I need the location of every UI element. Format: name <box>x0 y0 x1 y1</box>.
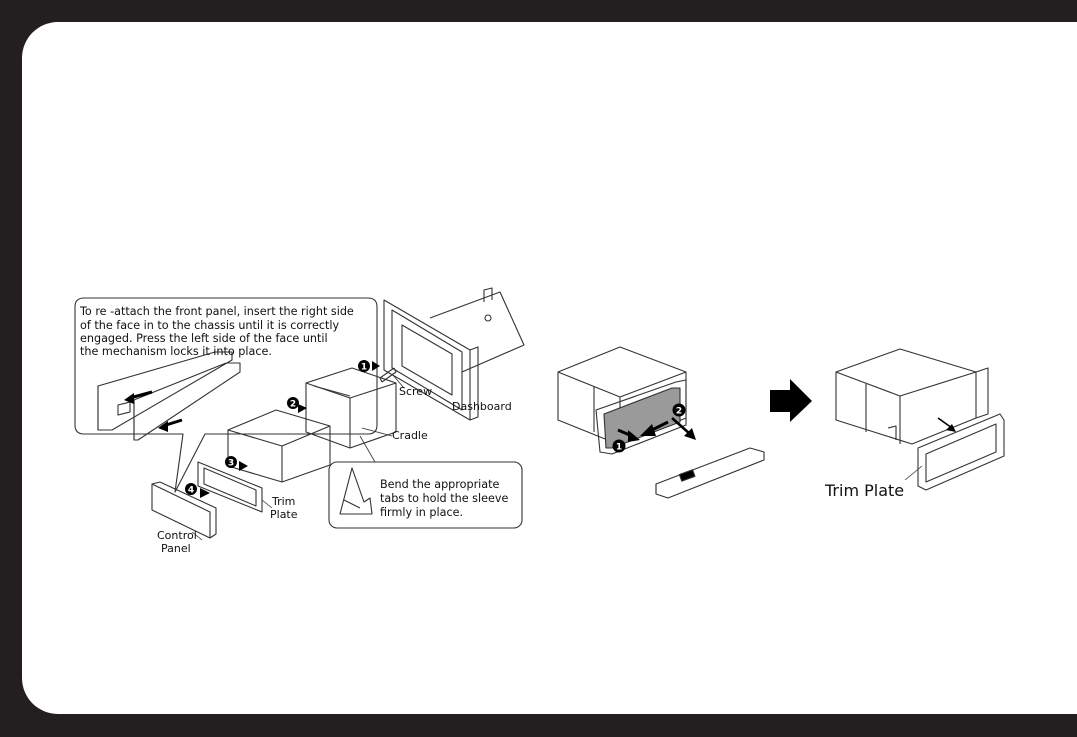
dashboard-label: Dashboard <box>452 400 512 413</box>
reattach-callout-text: To re -attach the front panel, insert th… <box>79 305 354 358</box>
svg-text:Bend the appropriate: Bend the appropriate <box>380 478 500 491</box>
svg-text:To re -attach the front panel,: To re -attach the front panel, insert th… <box>79 305 354 318</box>
sleeve-illustration-right <box>835 348 989 445</box>
step-badge-right-2: 2 <box>672 403 686 417</box>
detached-face-illustration <box>655 447 765 499</box>
svg-text:engaged. Press the left side o: engaged. Press the left side of the face… <box>80 332 328 345</box>
control-panel-illustration-left <box>151 481 217 539</box>
step-badge-3: 3 <box>225 456 237 469</box>
front-panel-illustration <box>97 351 241 441</box>
svg-text:the mechanism locks it into pl: the mechanism locks it into place. <box>80 345 272 358</box>
step-badge-1: 1 <box>358 360 370 373</box>
control-panel-label-line2: Panel <box>161 542 191 555</box>
svg-text:2: 2 <box>290 400 296 410</box>
step-badge-4: 4 <box>185 483 197 496</box>
svg-text:of the face in to the chassis: of the face in to the chassis until it i… <box>80 319 340 332</box>
screw-illustration <box>379 367 397 383</box>
svg-text:3: 3 <box>228 459 234 469</box>
reattach-callout-bubble <box>74 297 378 493</box>
cradle-label: Cradle <box>392 429 428 442</box>
head-unit-illustration <box>557 346 687 455</box>
svg-text:1: 1 <box>361 363 367 373</box>
svg-text:1: 1 <box>616 443 622 453</box>
tabs-callout-text: Bend the appropriate tabs to hold the sl… <box>380 478 508 519</box>
unit-box-illustration <box>227 409 331 483</box>
trim-plate-illustration-right <box>917 413 1005 491</box>
screw-label: Screw <box>399 385 432 398</box>
big-right-arrow <box>770 379 812 422</box>
step-badge-right-1: 1 <box>612 439 626 453</box>
svg-text:4: 4 <box>188 486 194 496</box>
trim-plate-illustration-left <box>197 461 263 513</box>
trim-plate-label-right: Trim Plate <box>824 481 904 500</box>
control-panel-label-line1: Control <box>157 529 197 542</box>
step-badge-2: 2 <box>287 397 299 410</box>
tabs-callout-box <box>328 461 523 529</box>
dashboard-illustration <box>383 287 525 421</box>
page-sheet <box>22 22 1077 714</box>
svg-text:firmly in place.: firmly in place. <box>380 506 463 519</box>
svg-text:tabs to hold the sleeve: tabs to hold the sleeve <box>380 492 508 505</box>
trim-plate-label-line2: Plate <box>270 508 298 521</box>
svg-text:2: 2 <box>676 407 682 417</box>
cradle-illustration <box>305 367 397 449</box>
trim-plate-label-line1: Trim <box>271 495 295 508</box>
